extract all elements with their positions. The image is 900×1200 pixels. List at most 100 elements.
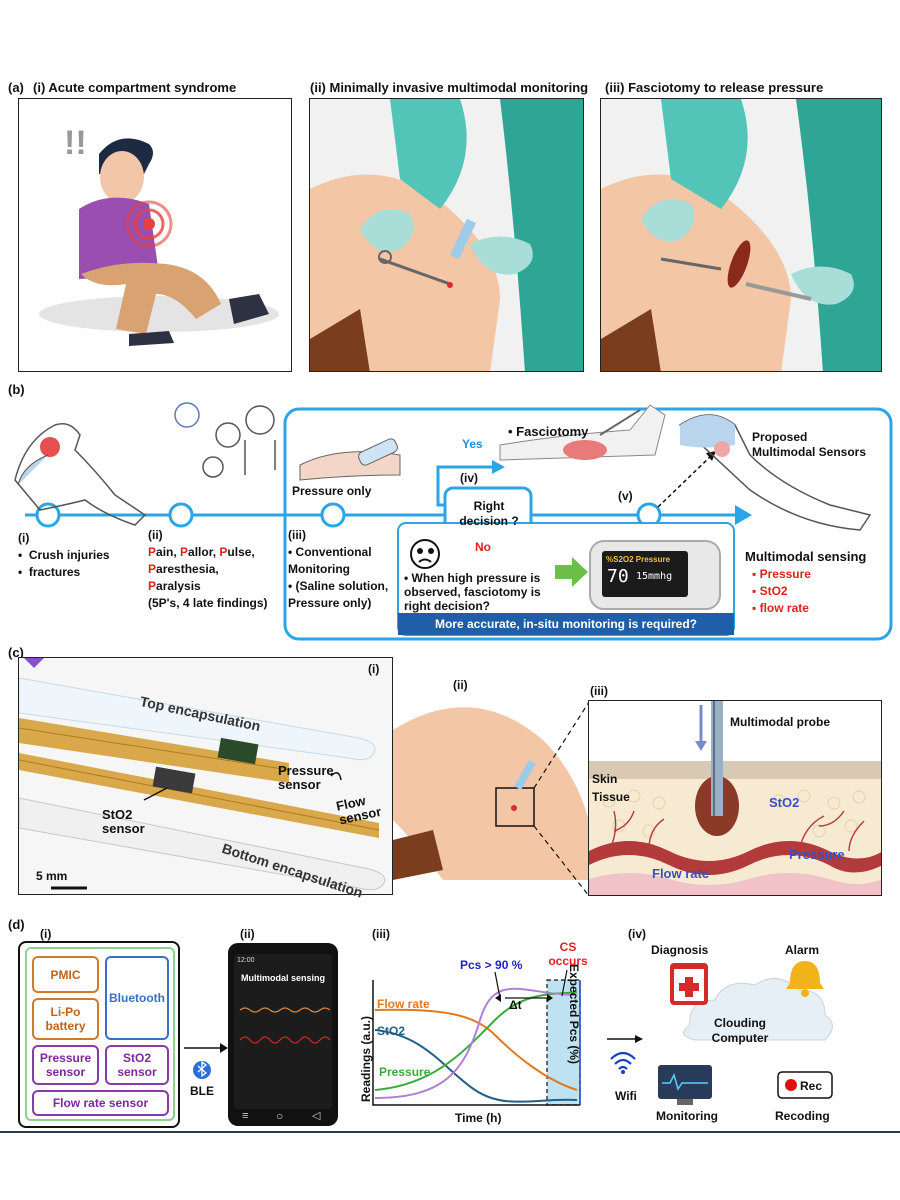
fasciotomy-illustration — [600, 98, 882, 372]
multimodal-probe-label: Multimodal probe — [730, 715, 830, 729]
series-flow-rate — [374, 1008, 578, 1091]
panel-c-iii-label: (iii) — [590, 684, 608, 698]
step-i: (i) • Crush injuries • fractures — [18, 531, 110, 579]
step-ii: (ii) Pain, Pallor, Pulse,Paresthesia,Par… — [148, 527, 283, 612]
delta-t-arrowhead-left — [495, 994, 501, 1002]
symptom-4: aralysis — [156, 579, 201, 593]
panel-c-tag: (c) — [8, 645, 24, 660]
pressure-sensor-label: Pressure sensor — [278, 763, 334, 792]
panel-c-i-label: (i) — [368, 662, 380, 676]
multimodal-sensing-label: Multimodal sensing — [745, 549, 867, 564]
pressure-sensor-block: Pressure sensor — [32, 1045, 99, 1085]
panel-c-ii-label: (ii) — [453, 678, 468, 692]
panel-d-tag: (d) — [8, 917, 25, 932]
panel-d-iii-label: (iii) — [372, 927, 390, 941]
series-sto2-label: StO2 — [377, 1024, 406, 1038]
series-expected-pcs — [374, 987, 578, 1099]
chart-x-axis-label: Time (h) — [455, 1111, 502, 1125]
ble-label: BLE — [190, 1084, 214, 1098]
wifi-label: Wifi — [615, 1089, 637, 1103]
tissue-cross-section — [588, 700, 882, 896]
pressure-label: Pressure — [789, 847, 845, 862]
panel-d-i-label: (i) — [40, 927, 52, 941]
rec-label: Rec — [800, 1079, 823, 1093]
chart-y2-axis-label: Expected Pcs (%) — [567, 964, 581, 1065]
phone-app-title: Multimodal sensing — [240, 973, 325, 983]
cloud-system-graphic — [658, 961, 833, 1105]
flow-rate-label: Flow rate — [652, 866, 710, 881]
chart-y-axis-label: Readings (a.u.) — [359, 1015, 373, 1102]
sensor-exploded-view — [18, 657, 393, 895]
menu-icon[interactable]: ≡ — [242, 1110, 249, 1122]
phone-screen — [234, 954, 332, 1109]
right-decision-box: Right decision ? — [459, 499, 519, 528]
sto2-label: StO2 — [769, 795, 800, 810]
symptom-1: allor, — [188, 545, 220, 559]
chart-axes — [372, 980, 580, 1106]
series-sto2 — [374, 1029, 578, 1103]
step-v-label: (v) — [618, 489, 633, 503]
monitoring-label: Monitoring — [656, 1109, 718, 1123]
panel-a-tag: (a) — [8, 80, 24, 95]
sensor-trend-chart — [372, 969, 581, 1106]
series-pressure-label: Pressure — [379, 1065, 431, 1079]
cs-pointer — [561, 969, 568, 997]
cloud-computer-label: Clouding Computer — [711, 1016, 769, 1045]
pressure-only-label: Pressure only — [292, 484, 372, 498]
module-frame — [18, 941, 180, 1128]
panel-a-ii-title: (ii) Minimally invasive multimodal monit… — [310, 80, 589, 95]
bottom-divider — [0, 1131, 900, 1133]
bluetooth-block: Bluetooth — [105, 956, 169, 1040]
delta-t-annotation: Δt — [509, 998, 522, 1012]
diagnosis-label: Diagnosis — [651, 943, 709, 957]
no-label: No — [475, 540, 491, 554]
flow-rate-sensor-block: Flow rate sensor — [32, 1090, 169, 1116]
symptom-0: ain, — [156, 545, 181, 559]
sto2-sensor-label: StO2 sensor — [102, 807, 145, 836]
phone-status-time: 12:00 — [237, 957, 255, 964]
panel-d-ii-label: (ii) — [240, 927, 255, 941]
cs-occurs-annotation: CS occurs — [548, 940, 588, 968]
lipo-battery-block: Li-Po battery — [32, 998, 99, 1040]
pcs-annotation: Pcs > 90 % — [460, 958, 523, 972]
phone-signal-plot — [239, 1007, 330, 1044]
sto2-sensor-block: StO2 sensor — [105, 1045, 169, 1085]
dashed-window — [546, 979, 581, 1106]
step-iv-label: (iv) — [460, 471, 478, 485]
module-inner-frame — [25, 947, 175, 1121]
series-flow-rate-label: Flow rate — [377, 997, 430, 1011]
device-value: 70 — [607, 566, 629, 587]
pmic-block: PMIC — [32, 956, 99, 993]
symptom-2: ulse, — [227, 545, 255, 559]
phone-nav-bar: ≡ ○ ◁ — [228, 1109, 338, 1126]
acute-compartment-illustration: !! — [18, 98, 292, 372]
alarm-label: Alarm — [785, 943, 820, 957]
device-unit: 15mmhg — [636, 571, 673, 582]
recoding-label: Recoding — [775, 1109, 830, 1123]
scale-bar-label: 5 mm — [36, 869, 68, 883]
symptom-list: Pain, Pallor, Pulse,Paresthesia,Paralysi… — [148, 545, 255, 593]
svg-text:!!: !! — [64, 124, 87, 162]
back-icon[interactable]: ◁ — [312, 1110, 321, 1122]
panel-a-iii-title: (iii) Fasciotomy to release pressure — [605, 80, 824, 95]
panel-a-i-title: (i) Acute compartment syndrome — [33, 80, 237, 95]
banner-text: More accurate, in-situ monitoring is req… — [434, 617, 698, 631]
panel-d-iv-label: (iv) — [628, 927, 646, 941]
panel-b-tag: (b) — [8, 382, 25, 397]
modality-list: ▪ Pressure ▪ StO2 ▪ flow rate — [752, 567, 811, 615]
tissue-label: Tissue — [592, 790, 630, 804]
wifi-arrow — [607, 1035, 643, 1074]
leg-probe-illustration — [393, 701, 593, 897]
skin-label: Skin — [592, 772, 618, 786]
step-iii: (iii) • Conventional Monitoring • (Salin… — [288, 528, 389, 610]
ble-arrow — [184, 1043, 228, 1079]
home-icon[interactable]: ○ — [276, 1109, 284, 1123]
question-text: • When high pressure is observed, fascio… — [404, 571, 541, 613]
proposed-sensors-label: Proposed Multimodal Sensors — [752, 430, 867, 459]
pcs-pointer — [494, 971, 501, 999]
fasciotomy-label: • Fasciotomy — [508, 424, 589, 439]
yes-label: Yes — [462, 437, 483, 451]
device-label: %S2O2 Pressure — [606, 555, 671, 564]
minimally-invasive-illustration — [309, 98, 584, 372]
symptom-3: aresthesia, — [156, 562, 219, 576]
